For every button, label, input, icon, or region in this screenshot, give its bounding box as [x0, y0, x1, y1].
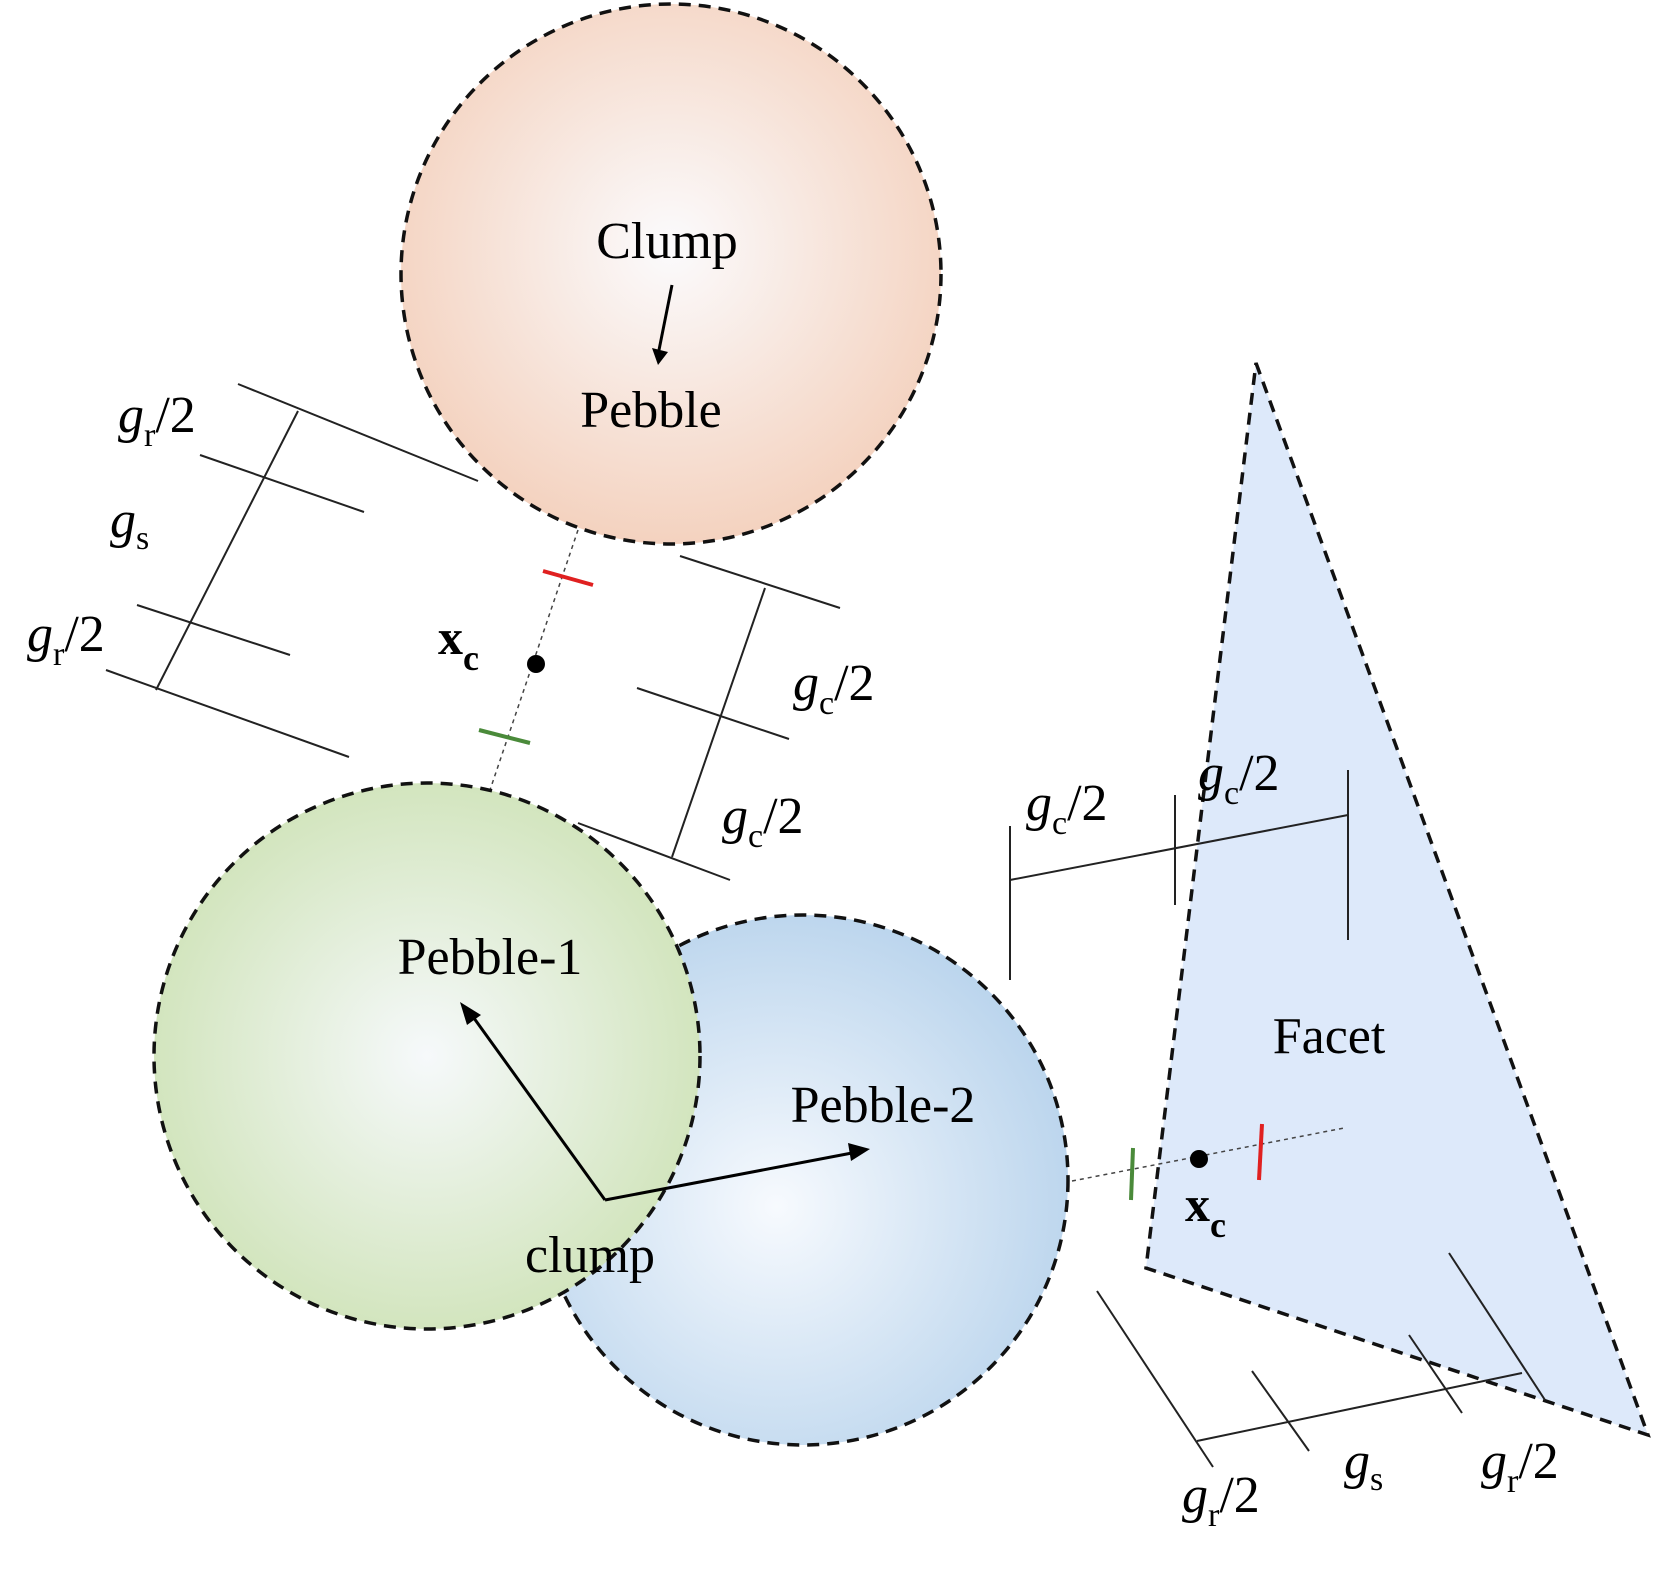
svg-text:xc: xc: [1185, 1176, 1226, 1245]
label-gc-half-facet-left: gc/2: [1026, 775, 1108, 842]
arrow-to-pebble2-icon: [604, 1143, 870, 1202]
svg-text:gr/2: gr/2: [27, 606, 105, 673]
clump-label: clump: [525, 1227, 655, 1284]
label-gr-half-left: gr/2: [27, 606, 105, 673]
inner-gap-mark-facet: [1129, 1147, 1135, 1201]
label-gc-half-facet-right: gc/2: [1198, 745, 1280, 812]
facet-triangle: [1144, 362, 1651, 1438]
svg-text:gr/2: gr/2: [118, 387, 196, 454]
label-gc-half-right: gc/2: [793, 655, 875, 722]
facet-top-gap-dimensions: [1009, 770, 1349, 980]
pebble-1-sphere: [152, 781, 702, 1331]
svg-text:gc/2: gc/2: [1026, 775, 1108, 842]
outer-gap-mark-top: [542, 569, 594, 587]
clump-top-label: Clump: [596, 213, 738, 270]
facet-bottom-gap-dimensions: [1096, 1252, 1546, 1468]
left-gap-dimensions: [105, 383, 479, 758]
label-gr-half-top: gr/2: [118, 387, 196, 454]
label-gr-half-bottom-left: gr/2: [1182, 1467, 1260, 1534]
svg-text:gs: gs: [1344, 1433, 1383, 1498]
inner-gap-mark-top: [478, 728, 531, 745]
svg-text:gc/2: gc/2: [722, 788, 804, 855]
label-gs-bottom: gs: [1344, 1433, 1383, 1498]
svg-text:xc: xc: [438, 609, 479, 678]
label-gc-half-center: gc/2: [722, 788, 804, 855]
label-xc-facet: xc: [1185, 1176, 1226, 1245]
pebble-2-label: Pebble-2: [791, 1077, 976, 1134]
pebble-top-label: Pebble: [580, 382, 722, 439]
arrow-to-pebble1-icon: [460, 1002, 607, 1201]
svg-text:gr/2: gr/2: [1481, 1433, 1559, 1500]
svg-text:gs: gs: [110, 492, 149, 557]
label-gs-left: gs: [110, 492, 149, 557]
label-gr-half-bottom-right: gr/2: [1481, 1433, 1559, 1500]
svg-text:gc/2: gc/2: [793, 655, 875, 722]
pebble-1-label: Pebble-1: [398, 929, 583, 986]
contact-point-icon: [527, 655, 545, 673]
arrow-down-icon: [652, 284, 674, 365]
label-xc-upper: xc: [438, 609, 479, 678]
svg-text:gr/2: gr/2: [1182, 1467, 1260, 1534]
outer-gap-mark-facet: [1257, 1123, 1264, 1181]
svg-text:gc/2: gc/2: [1198, 745, 1280, 812]
center-gap-dimensions: [577, 555, 841, 881]
facet-label: Facet: [1273, 1008, 1386, 1065]
facet-contact-normal: [1071, 1127, 1345, 1182]
facet-contact-point-icon: [1190, 1150, 1208, 1168]
clump-pebble-sphere: [399, 2, 943, 546]
